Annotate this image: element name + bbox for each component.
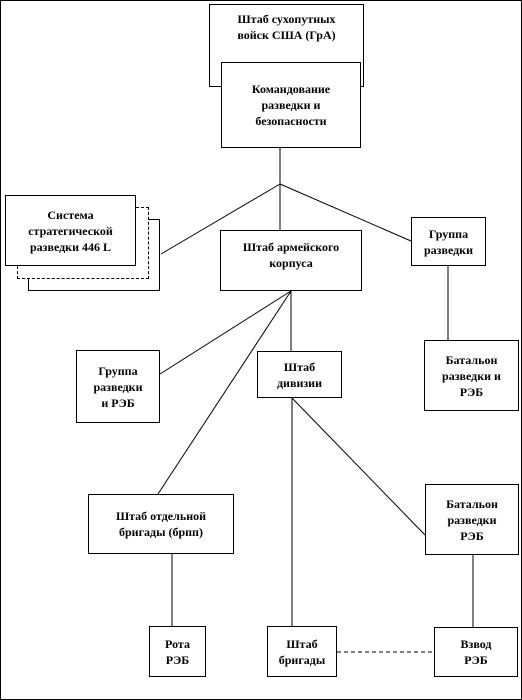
connector-junction-strategic bbox=[160, 183, 281, 255]
node-recon-ew-battalion-division: Батальон разведки РЭБ bbox=[425, 484, 519, 555]
node-brigade-hq: Штаб бригады bbox=[267, 626, 337, 677]
connector-corps-separate-brigade bbox=[157, 290, 292, 495]
node-division-hq: Штаб дивизии bbox=[257, 351, 342, 398]
connector-junction-recon-group bbox=[279, 183, 412, 242]
node-separate-brigade-hq: Штаб отдельной бригады (брпп) bbox=[88, 494, 234, 554]
connector-corps-recon-ew-group bbox=[159, 290, 292, 375]
node-intel-security-command: Командование разведки и безопасности bbox=[221, 62, 361, 148]
node-recon-ew-group: Группа разведки и РЭБ bbox=[76, 350, 160, 423]
node-strategic-intel-system: Система стратегической разведки 446 L bbox=[5, 195, 136, 266]
connector-division-battalion bbox=[291, 397, 426, 536]
node-ew-company: Рота РЭБ bbox=[149, 626, 206, 677]
node-army-corps-hq: Штаб армейского корпуса bbox=[220, 230, 362, 291]
node-ew-platoon: Взвод РЭБ bbox=[434, 627, 518, 677]
node-recon-group: Группа разведки bbox=[411, 217, 486, 266]
node-recon-ew-battalion-corps: Батальон разведки и РЭБ bbox=[424, 340, 519, 411]
